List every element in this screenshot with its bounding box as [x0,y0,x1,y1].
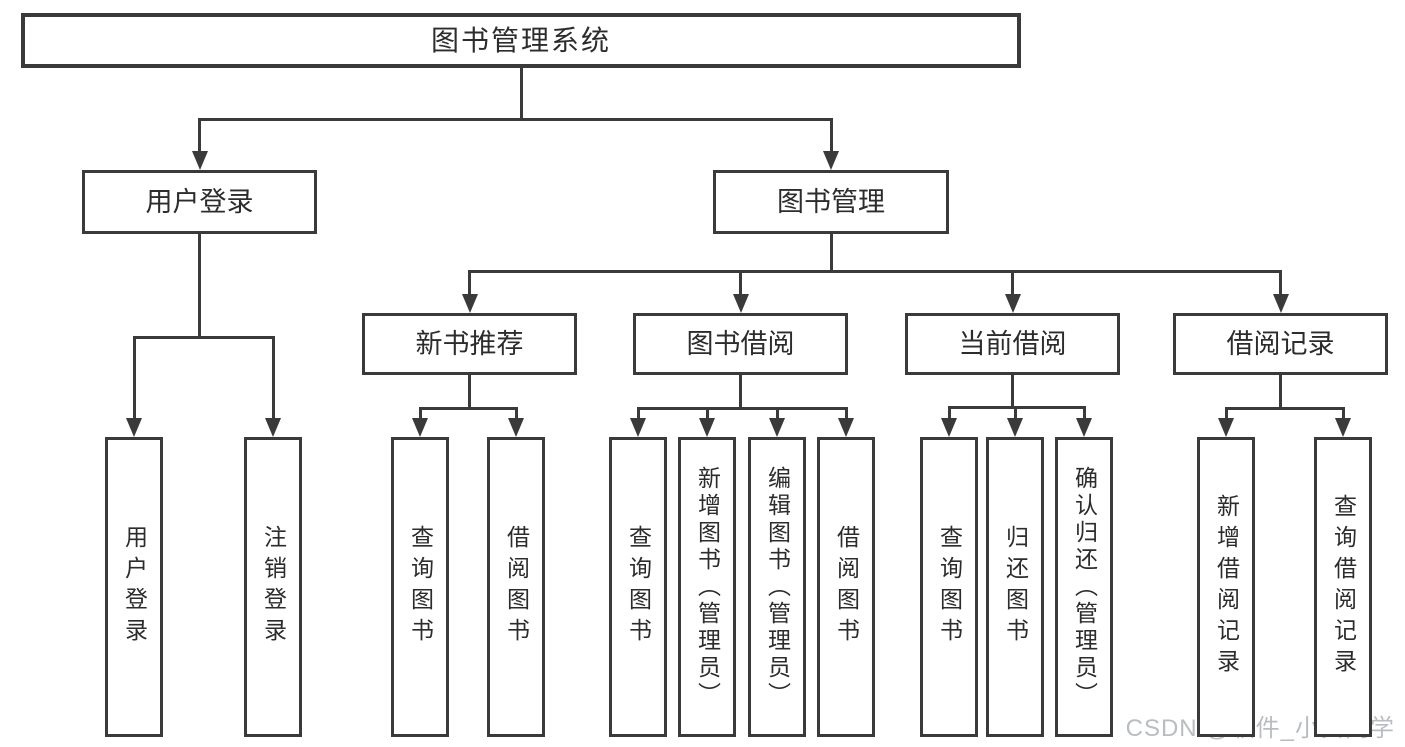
connector-line [418,407,422,420]
node-label: 借阅记录 [1226,328,1335,359]
connector-line [132,336,275,339]
connector-line [198,234,201,339]
connector-line [947,406,951,420]
connector-line [468,270,1282,273]
connector-line [739,375,742,410]
arrowhead-icon [941,418,957,437]
node-label: 查询借阅记录 [1330,494,1357,680]
node-label: 图书管理系统 [430,24,611,56]
connector-line [1011,375,1014,409]
node-label: 借阅图书 [503,525,530,649]
connector-line [636,407,640,420]
arrowhead-icon [126,418,142,437]
connector-line [1279,270,1282,296]
connector-line [1224,407,1345,410]
node-user-login: 用户登录 [82,170,317,234]
node-label: 查询图书 [407,525,434,649]
node-v-add-borrow-record: 新增借阅记录 [1197,437,1255,737]
node-label: 确认归还（管理员） [1071,465,1098,709]
arrowhead-icon [732,294,749,313]
connector-line [271,336,275,420]
connector-line [468,270,471,296]
node-v-return-book: 归还图书 [986,437,1044,737]
arrowhead-icon [1272,294,1289,313]
connector-line [132,336,136,420]
node-current-borrow: 当前借阅 [905,313,1120,375]
node-v-edit-book: 编辑图书（管理员） [748,437,806,737]
node-borrow-records: 借阅记录 [1173,313,1388,375]
node-book-mgmt: 图书管理 [713,170,949,234]
arrowhead-icon [769,418,785,437]
arrowhead-icon [1076,418,1092,437]
connector-line [739,270,742,296]
node-v-user-login: 用户登录 [105,437,163,737]
node-label: 新增图书（管理员） [694,465,721,709]
node-label: 查询图书 [625,525,652,649]
connector-line [519,68,523,121]
arrowhead-icon [508,418,524,437]
arrowhead-icon [1007,418,1023,437]
connector-line [514,407,518,420]
node-label: 编辑图书（管理员） [764,465,791,709]
connector-line [198,118,201,153]
node-book-borrow: 图书借阅 [633,313,848,375]
connector-line [1279,375,1282,410]
node-label: 新增借阅记录 [1213,494,1240,680]
node-label: 用户登录 [145,186,254,217]
node-v-logout: 注销登录 [244,437,302,737]
node-v-query-book-2: 查询图书 [609,437,667,737]
arrowhead-icon [412,418,428,437]
node-v-confirm-return: 确认归还（管理员） [1055,437,1113,737]
connector-line [1082,406,1086,420]
node-label: 借阅图书 [833,525,860,649]
arrowhead-icon [699,418,715,437]
arrowhead-icon [838,418,854,437]
connector-line [468,375,471,410]
node-v-borrow-book-1: 借阅图书 [487,437,545,737]
connector-line [198,118,833,121]
connector-line [1224,407,1228,420]
node-label: 用户登录 [121,525,148,649]
connector-line [829,234,833,273]
arrowhead-icon [461,294,478,313]
connector-line [1011,270,1014,296]
node-v-query-book-1: 查询图书 [391,437,449,737]
connector-line [705,407,709,420]
connector-line [418,407,518,410]
arrowhead-icon [823,151,839,170]
node-v-borrow-book-2: 借阅图书 [817,437,875,737]
arrowhead-icon [630,418,646,437]
node-label: 图书管理 [777,186,885,217]
node-label: 查询图书 [936,525,963,649]
node-v-query-borrow-record: 查询借阅记录 [1314,437,1372,737]
node-label: 新书推荐 [415,328,524,359]
connector-line [829,118,833,153]
connector-line [1013,406,1017,420]
node-root: 图书管理系统 [21,13,1021,68]
connector-line [636,407,848,410]
arrowhead-icon [1218,418,1234,437]
connector-line [844,407,848,420]
connector-line [775,407,779,420]
node-label: 归还图书 [1002,525,1029,649]
node-label: 图书借阅 [686,328,795,359]
node-v-query-book-3: 查询图书 [920,437,978,737]
arrowhead-icon [265,418,281,437]
node-label: 注销登录 [260,525,287,649]
connector-line [1341,407,1345,420]
arrowhead-icon [1004,294,1021,313]
node-label: 当前借阅 [958,328,1067,359]
node-new-book-rec: 新书推荐 [362,313,577,375]
node-v-add-book: 新增图书（管理员） [678,437,736,737]
arrowhead-icon [191,151,208,170]
arrowhead-icon [1335,418,1351,437]
connector-line [947,406,1086,409]
